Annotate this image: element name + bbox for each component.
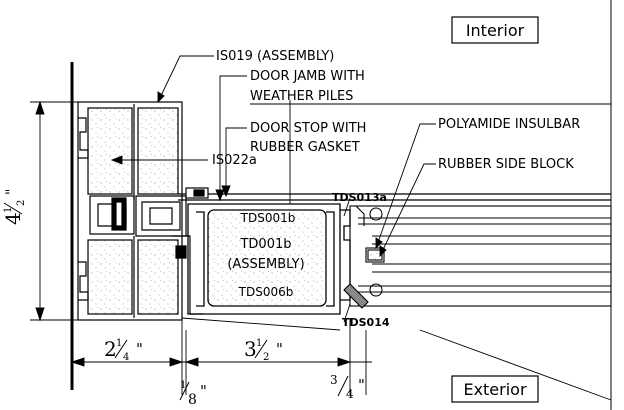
dim-w2-whole: 3	[244, 337, 257, 361]
door-stop-profile	[135, 187, 209, 315]
label-is022a: IS022a	[212, 153, 257, 168]
dim-w4-den: 4	[346, 387, 354, 401]
label-assembly: (ASSEMBLY)	[227, 257, 304, 272]
label-is019: IS019 (ASSEMBLY)	[216, 49, 334, 64]
label-tds001b: TDS001b	[240, 211, 296, 225]
dim-w3-num: 1	[180, 380, 186, 391]
dim-height-4-1-2: 4 1 2 "	[1, 189, 27, 225]
leader-lines	[110, 55, 611, 331]
glazing-unit	[343, 205, 612, 309]
dim-w3-inch: "	[200, 382, 207, 400]
wall-edge	[70, 0, 612, 410]
dim-w4-inch: "	[358, 376, 365, 394]
dim-width-2-1-4: 2 1 4 "	[104, 337, 143, 363]
label-polyamide-insulbar: POLYAMIDE INSULBAR	[438, 117, 580, 132]
label-rubber-side-block: RUBBER SIDE BLOCK	[438, 157, 574, 172]
label-td001b: TD001b	[239, 237, 291, 252]
dimension-lines	[30, 100, 612, 401]
dim-height-num: 1	[3, 207, 14, 213]
dim-w1-inch: "	[136, 340, 143, 358]
label-tds006b: TDS006b	[238, 285, 294, 299]
dim-height-den: 2	[16, 200, 27, 206]
interior-text: Interior	[466, 21, 525, 40]
interior-frame-assembly	[77, 101, 611, 321]
dim-height-whole: 4	[1, 212, 25, 225]
label-door-jamb-line1: DOOR JAMB WITH	[250, 69, 365, 84]
dim-width-3-1-2: 3 1 2 "	[244, 337, 283, 363]
dim-w4-num: 3	[330, 373, 338, 387]
exterior-label: Exterior	[451, 375, 539, 403]
interior-label: Interior	[451, 16, 539, 44]
dim-width-3-4: 3 4 "	[330, 373, 365, 401]
label-door-stop-line2: RUBBER GASKET	[250, 140, 360, 155]
dim-w2-num: 1	[256, 338, 262, 349]
dim-w1-num: 1	[116, 338, 122, 349]
dim-w1-whole: 2	[104, 337, 117, 361]
dim-width-1-8: 1 8 "	[179, 380, 207, 408]
label-door-jamb-line2: WEATHER PILES	[250, 89, 353, 104]
dim-w2-den: 2	[263, 352, 269, 363]
dim-height-inch: "	[4, 189, 20, 195]
dim-w1-den: 4	[123, 352, 129, 363]
dim-w3-den: 8	[188, 392, 197, 408]
label-tds013a: TDS013a	[332, 191, 387, 204]
dim-w2-inch: "	[276, 340, 283, 358]
exterior-text: Exterior	[463, 380, 527, 399]
label-door-stop-line1: DOOR STOP WITH	[250, 121, 366, 136]
label-tds014: TDS014	[342, 316, 390, 329]
